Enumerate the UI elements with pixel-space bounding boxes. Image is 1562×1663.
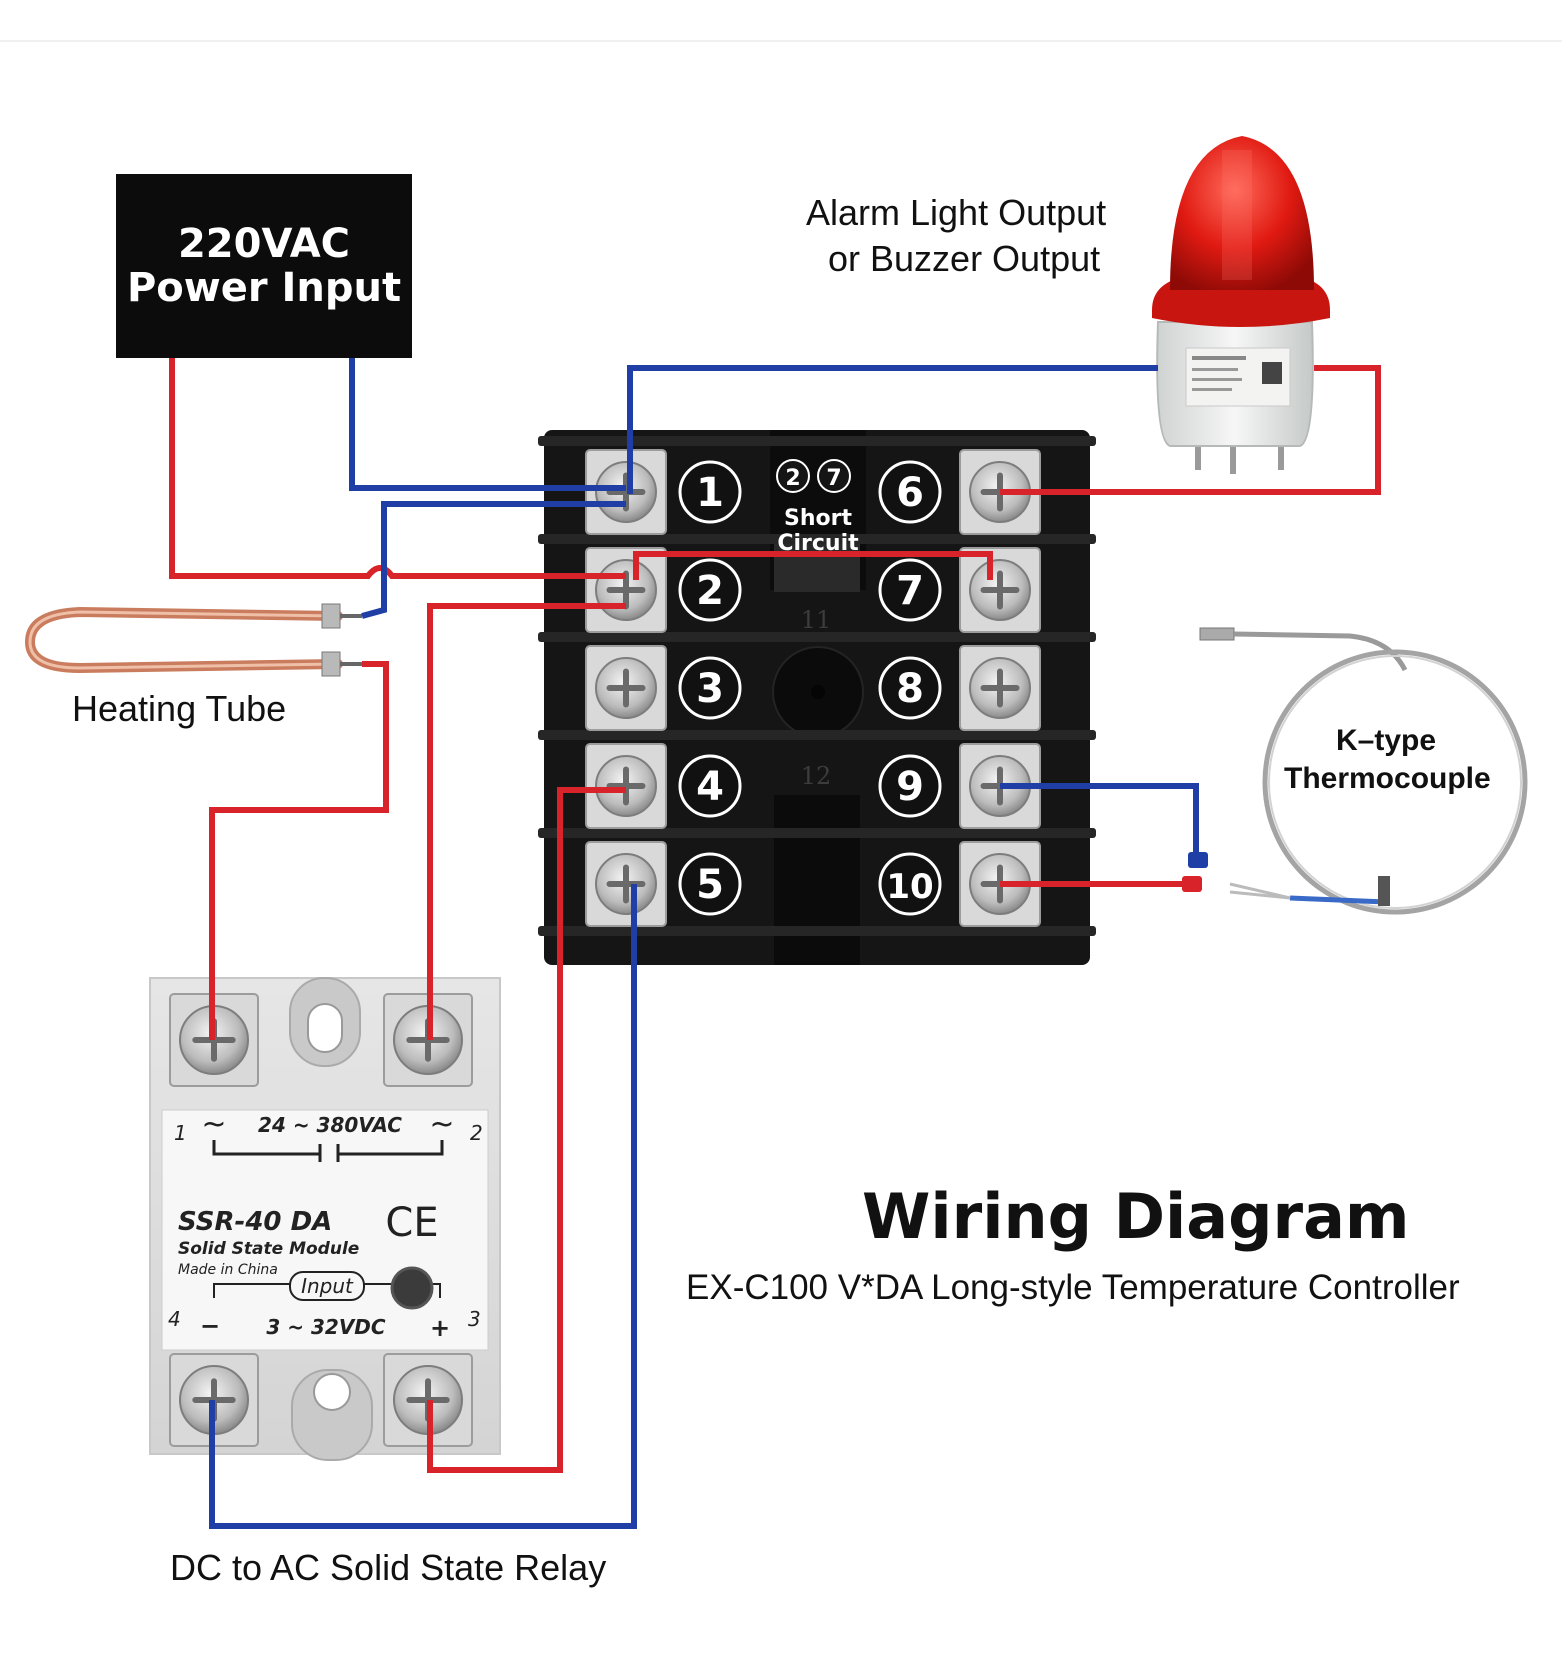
block-ridge bbox=[538, 436, 1096, 446]
ssr-plus: + bbox=[430, 1314, 450, 1342]
terminal-num-circle bbox=[878, 460, 942, 524]
ssr-ce-mark: CE bbox=[385, 1200, 438, 1246]
terminal-number-right: 6 bbox=[896, 470, 924, 516]
solid-state-relay: 1 2 4 3 ~ ~ 24 ~ 380VAC SSR-40 DA CE Sol… bbox=[149, 977, 501, 1461]
terminal-number-left: 4 bbox=[696, 764, 724, 810]
wire-heater-neutral bbox=[361, 501, 626, 619]
center-hole-core bbox=[811, 685, 825, 699]
thermocouple-lug-red bbox=[1182, 876, 1202, 892]
ssr-indicator-led bbox=[390, 1266, 434, 1310]
housing-mark-11: 11 bbox=[801, 606, 832, 634]
ssr-pin-3: 3 bbox=[468, 1307, 481, 1331]
terminal-number-left: 1 bbox=[696, 470, 724, 516]
terminal-number-right: 10 bbox=[886, 867, 933, 907]
thermocouple-probe-icon bbox=[1199, 627, 1528, 915]
alarm-label-line2: or Buzzer Output bbox=[828, 238, 1101, 279]
terminal-num-circle bbox=[678, 656, 742, 720]
short-num-circle-2 bbox=[776, 459, 810, 493]
wire-ssr-load-in bbox=[209, 661, 389, 1040]
short-circuit-label-1: Short bbox=[784, 506, 852, 531]
ssr-tilde-right: ~ bbox=[429, 1107, 454, 1142]
power-input-line1: 220VAC bbox=[177, 221, 351, 267]
terminal-num-circle bbox=[678, 754, 742, 818]
wire-ssr-load-out bbox=[427, 603, 626, 1040]
wire-short-jumper bbox=[633, 551, 993, 580]
short-num-2: 2 bbox=[785, 466, 800, 491]
ssr-pin-1: 1 bbox=[174, 1121, 187, 1145]
ssr-tilde-left: ~ bbox=[201, 1107, 226, 1142]
housing-mark-12: 12 bbox=[801, 762, 832, 790]
terminal-num-circle bbox=[678, 852, 742, 916]
terminal-num-circle bbox=[678, 558, 742, 622]
ssr-voltage-ac: 24 ~ 380VAC bbox=[258, 1113, 402, 1137]
wire-ssr-input-plus bbox=[427, 787, 626, 1473]
diagram-subtitle: EX-C100 V*DA Long-style Temperature Cont… bbox=[686, 1268, 1460, 1307]
terminal-number-right: 7 bbox=[896, 568, 924, 614]
ssr-caption: DC to AC Solid State Relay bbox=[170, 1547, 607, 1588]
power-input-box: 220VAC Power Input bbox=[116, 174, 412, 358]
screw-terminal-icon bbox=[585, 841, 667, 927]
short-num-7: 7 bbox=[826, 466, 841, 491]
terminal-number-left: 2 bbox=[696, 568, 724, 614]
top-divider bbox=[0, 40, 1562, 42]
diagram-title: Wiring Diagram bbox=[862, 1180, 1410, 1253]
block-ridge bbox=[538, 632, 1096, 642]
ssr-label-panel bbox=[161, 1109, 489, 1351]
ssr-pin-2: 2 bbox=[470, 1121, 483, 1145]
screw-terminal-icon bbox=[585, 743, 667, 829]
terminal-num-circle bbox=[878, 558, 942, 622]
wire-power-line bbox=[169, 358, 626, 579]
short-num-circle-7 bbox=[817, 459, 851, 493]
ssr-minus: − bbox=[200, 1312, 220, 1340]
terminal-number-left: 5 bbox=[696, 862, 724, 908]
heating-coil-icon bbox=[24, 603, 362, 677]
block-ridge bbox=[538, 534, 1096, 544]
screw-terminal-icon bbox=[585, 449, 667, 535]
thermocouple-lug-blue bbox=[1188, 852, 1208, 868]
ssr-pin-4: 4 bbox=[168, 1307, 181, 1331]
screw-terminal-icon bbox=[585, 645, 667, 731]
ssr-input-label: Input bbox=[301, 1274, 354, 1298]
block-ridge bbox=[538, 926, 1096, 936]
terminal-num-circle bbox=[878, 656, 942, 720]
center-slot-bottom bbox=[774, 795, 860, 965]
terminal-num-circle bbox=[878, 754, 942, 818]
wire-alarm-neutral bbox=[627, 365, 1158, 494]
ssr-model: SSR-40 DA bbox=[178, 1207, 332, 1237]
wires bbox=[169, 358, 1381, 1529]
block-ridge bbox=[538, 730, 1096, 740]
terminal-number-left: 3 bbox=[696, 666, 724, 712]
block-ridge bbox=[538, 828, 1096, 838]
screw-terminal-icon bbox=[585, 547, 667, 633]
alarm-label-line1: Alarm Light Output bbox=[806, 192, 1107, 233]
thermocouple-label-line1: K–type bbox=[1336, 724, 1437, 757]
terminal-number-right: 9 bbox=[896, 764, 924, 810]
terminal-number-right: 8 bbox=[896, 666, 924, 712]
terminal-num-circle bbox=[678, 460, 742, 524]
wire-ssr-input-minus bbox=[209, 884, 637, 1529]
alarm-beacon-icon bbox=[1152, 136, 1330, 474]
thermocouple-label-line2: Thermocouple bbox=[1284, 762, 1491, 795]
ssr-voltage-dc: 3 ~ 32VDC bbox=[266, 1315, 386, 1339]
ssr-desc: Solid State Module bbox=[178, 1239, 359, 1259]
screw-terminal-icon bbox=[959, 645, 1041, 731]
heating-tube-label: Heating Tube bbox=[72, 688, 287, 729]
terminal-num-circle bbox=[878, 852, 942, 916]
wire-power-neutral bbox=[349, 358, 626, 491]
wire-alarm-line bbox=[1000, 365, 1381, 495]
power-input-line2: Power Input bbox=[126, 265, 402, 311]
ssr-origin: Made in China bbox=[178, 1262, 278, 1278]
screw-terminal-icon bbox=[959, 547, 1041, 633]
